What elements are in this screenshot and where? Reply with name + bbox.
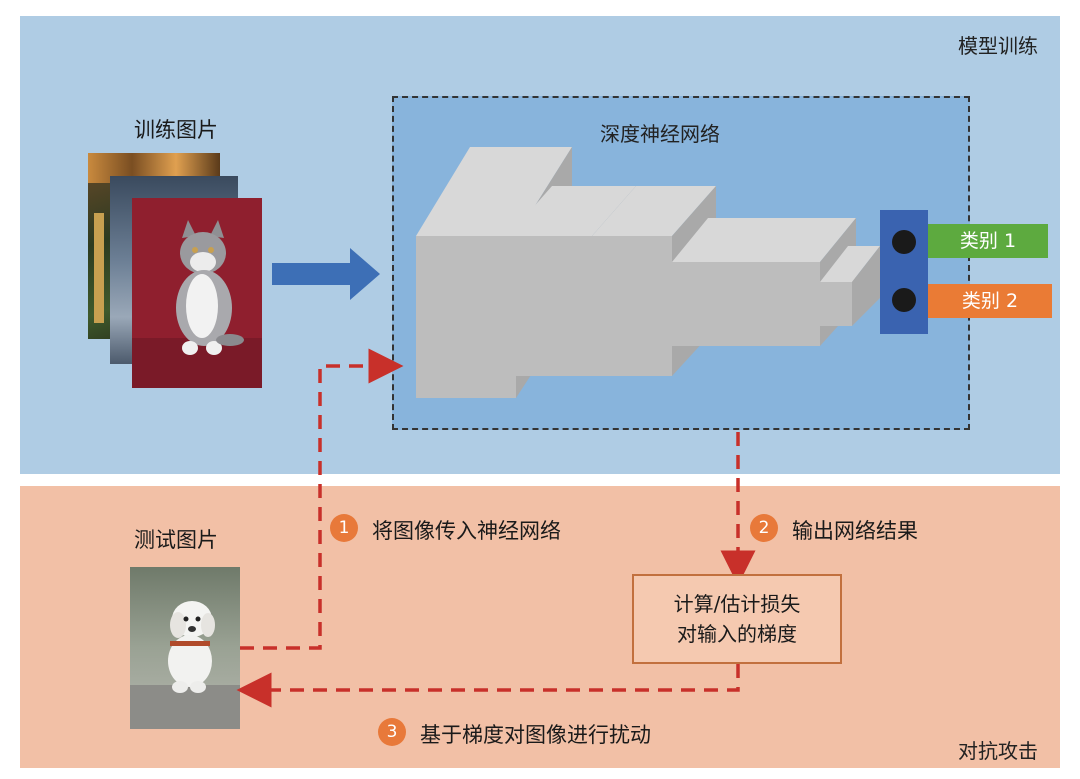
test-photo-puppy (130, 567, 240, 729)
neural-network-title: 深度神经网络 (600, 122, 720, 146)
loss-gradient-line-1: 计算/估计损失 (673, 592, 801, 616)
class-1-label: 类别 1 (928, 224, 1048, 258)
adversarial-attack-label: 对抗攻击 (958, 739, 1038, 763)
step-3-badge: 3 (378, 718, 406, 746)
class-2-label: 类别 2 (928, 284, 1052, 318)
loss-gradient-line-2: 对输入的梯度 (677, 622, 797, 646)
step-1-text: 将图像传入神经网络 (372, 519, 561, 543)
loss-gradient-box: 计算/估计损失 对输入的梯度 (632, 574, 842, 664)
training-images-label: 训练图片 (134, 118, 218, 142)
step-1-badge: 1 (330, 514, 358, 542)
step-2-text: 输出网络结果 (792, 519, 918, 543)
training-photo-cat (132, 198, 262, 388)
step-3-text: 基于梯度对图像进行扰动 (420, 723, 651, 747)
test-image-label: 测试图片 (134, 528, 218, 552)
step-2-badge: 2 (750, 514, 778, 542)
model-training-label: 模型训练 (958, 34, 1038, 58)
